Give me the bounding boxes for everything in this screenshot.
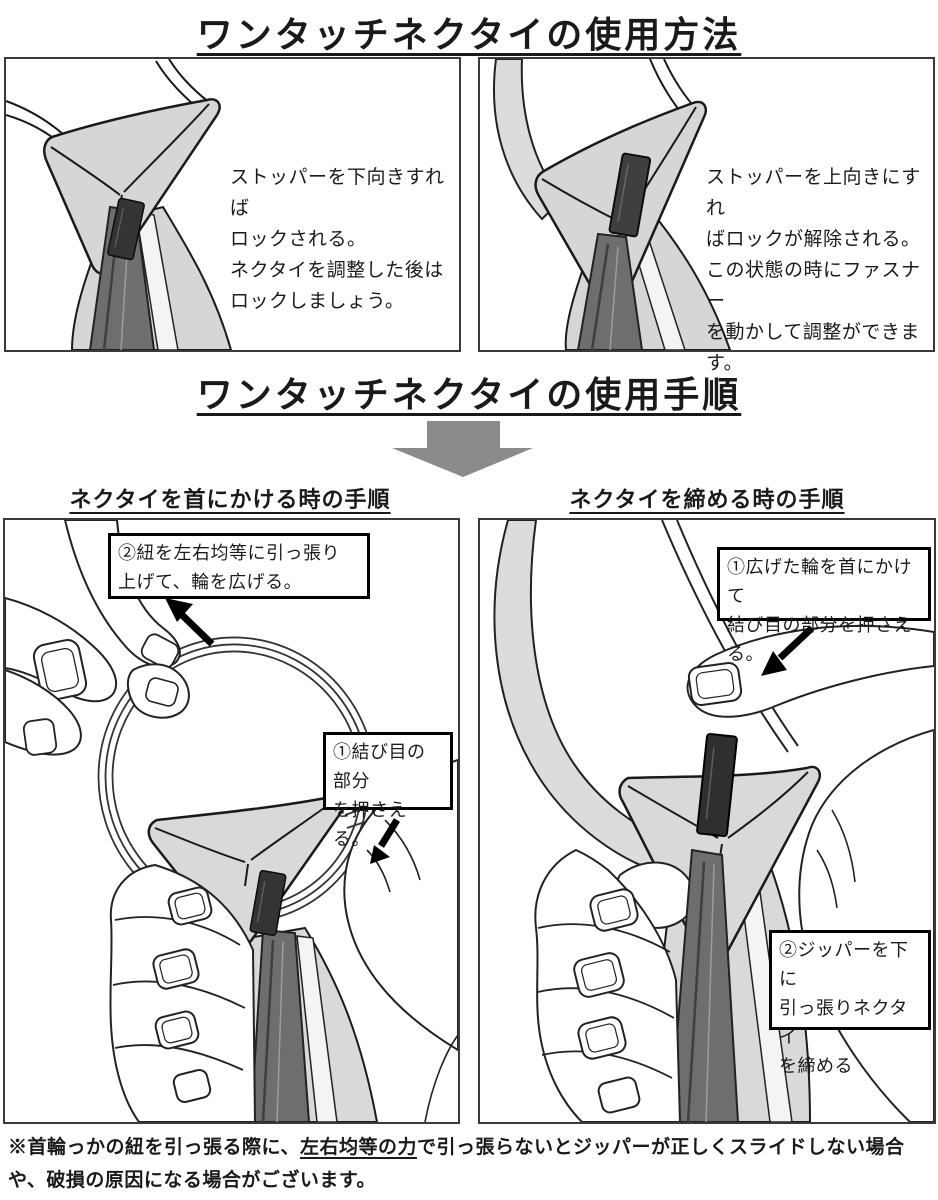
footer-note-prefix: ※首輪っかの紐を引っ張る際に、 — [8, 1137, 300, 1158]
panel-text-stopper-up: ストッパーを上向きにすれ ばロックが解除される。 この状態の時にファスナー を動… — [706, 167, 921, 374]
footer-note: ※首輪っかの紐を引っ張る際に、左右均等の力で引っ張らないとジッパーが正しくスライ… — [8, 1131, 930, 1197]
panel-stopper-up: ストッパーを上向きにすれ ばロックが解除される。 この状態の時にファスナー を動… — [478, 57, 935, 374]
panel-widen-loop: ②紐を左右均等に引っ張り 上げて、輪を広げる。 ①結び目の部分 を押さえる。 — [3, 518, 460, 1124]
tie-stopper-down-illustration — [6, 59, 233, 350]
subhead-put-on: ネクタイを首にかける時の手順 — [69, 487, 391, 512]
footer-note-suffix: で引っ張らないとジッパーが正しくスライドしない場合や、破損の原因になる場合がござ… — [8, 1137, 905, 1191]
panel-tighten: ①広げた輪を首にかけて 結び目の部分を押さえる。 ②ジッパーを下に 引っ張りネク… — [478, 518, 936, 1124]
panel-stopper-down: ストッパーを下向きすれば ロックされる。 ネクタイを調整した後は ロックしましょ… — [4, 57, 461, 352]
arrow-up-left-icon — [165, 598, 215, 647]
callout-loop-over-neck: ①広げた輪を首にかけて 結び目の部分を押さえる。 — [717, 547, 931, 664]
arrow-down-left-icon — [761, 625, 815, 676]
panel-text-stopper-down: ストッパーを下向きすれば ロックされる。 ネクタイを調整した後は ロックしましょ… — [230, 167, 445, 312]
callout-pull-zipper: ②ジッパーを下に 引っ張りネクタイ を締める — [769, 930, 931, 1076]
subhead-tighten: ネクタイを締める時の手順 — [569, 487, 845, 512]
page-title-method: ワンタッチネクタイの使用方法 — [196, 15, 742, 55]
down-arrow-icon — [392, 421, 533, 477]
callout-hold-knot: ①結び目の部分 を押さえる。 — [323, 732, 453, 849]
hands-widening-loop-illustration — [5, 520, 458, 1122]
page-title-procedure: ワンタッチネクタイの使用手順 — [196, 375, 742, 415]
callout-pull-loop: ②紐を左右均等に引っ張り 上げて、輪を広げる。 — [108, 533, 370, 599]
arrow-down-left-icon — [370, 818, 400, 864]
footer-note-underlined: 左右均等の力 — [299, 1137, 417, 1158]
tie-stopper-up-illustration — [493, 59, 732, 350]
